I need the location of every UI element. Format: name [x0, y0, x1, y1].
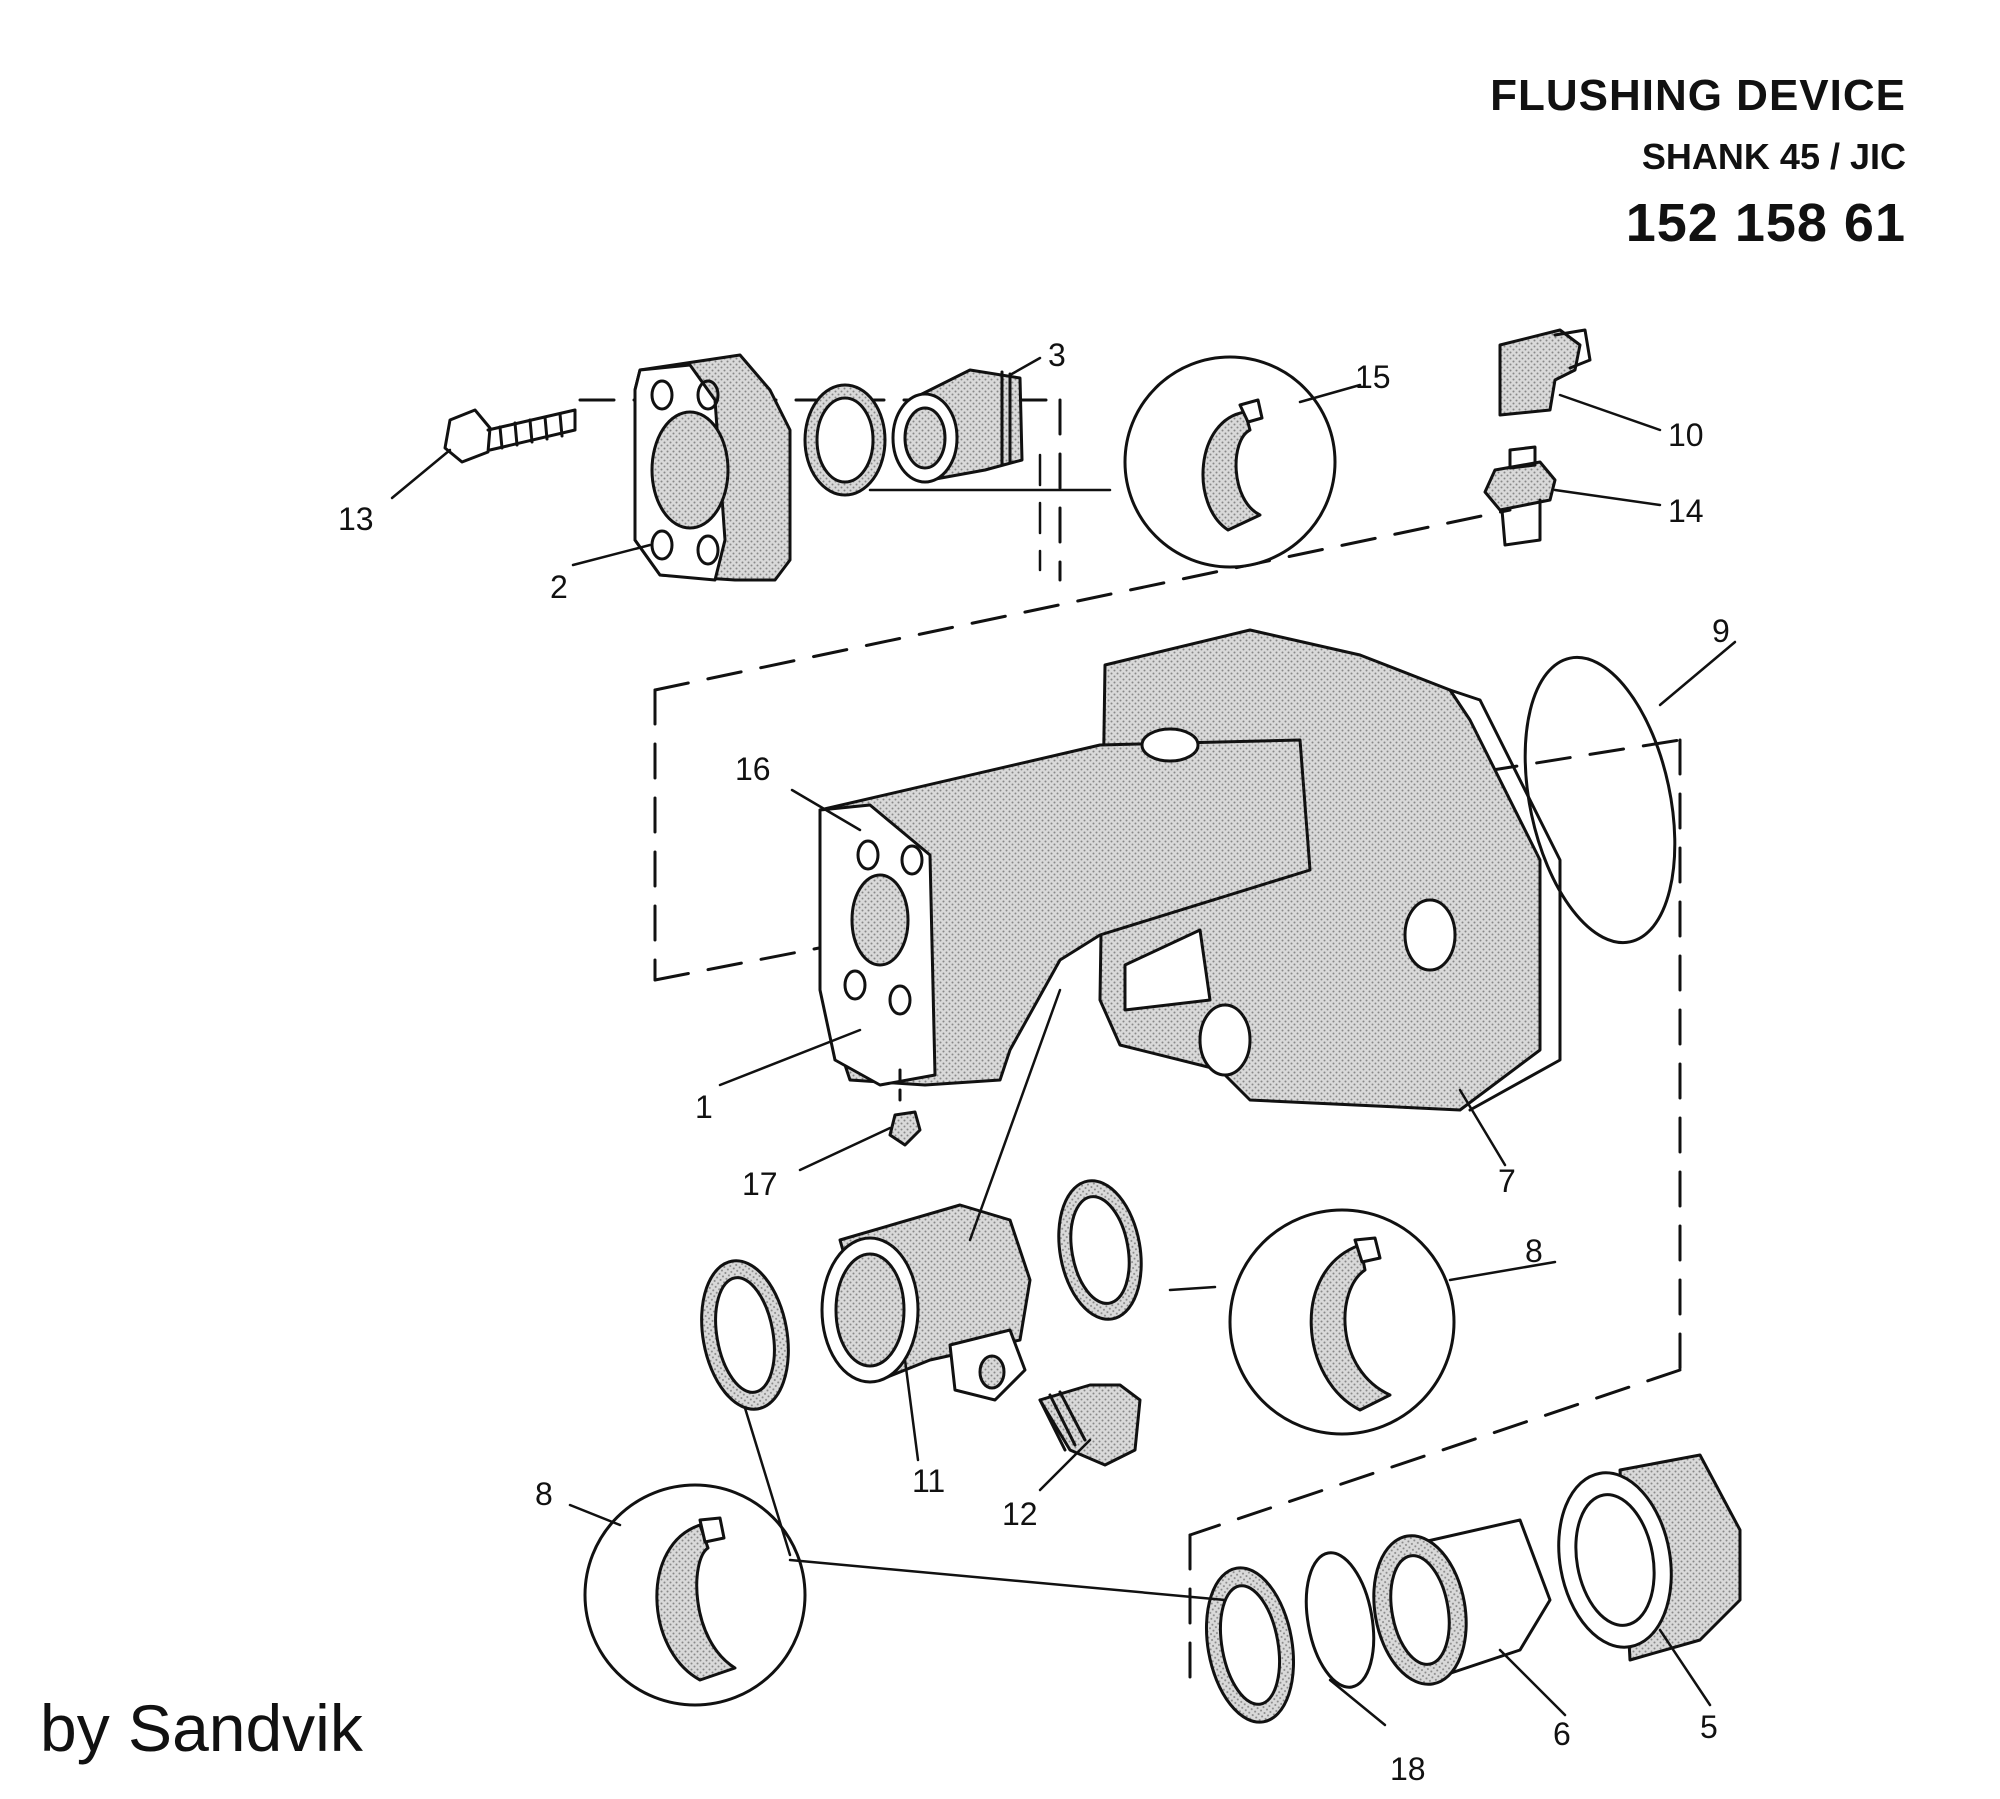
callout-17: 17	[742, 1166, 778, 1202]
part-10-elbow	[1498, 328, 1592, 417]
part-6-sleeve	[1372, 1518, 1552, 1686]
credit-text: by Sandvik	[40, 1691, 363, 1765]
callout-7: 7	[1498, 1163, 1516, 1199]
callout-9: 9	[1712, 613, 1730, 649]
callout-10: 10	[1668, 417, 1704, 453]
callout-6: 6	[1553, 1716, 1571, 1752]
part-11-swivel	[820, 1203, 1032, 1402]
callout-1: 1	[695, 1089, 713, 1125]
callout-11: 11	[912, 1463, 945, 1499]
callout-18: 18	[1390, 1751, 1426, 1787]
page-subtitle: SHANK 45 / JIC	[1641, 136, 1906, 177]
callout-12: 12	[1002, 1496, 1038, 1532]
part-3-seal	[803, 383, 887, 497]
part-14-fitting	[1483, 445, 1557, 547]
part-13-bolt	[443, 408, 577, 464]
part-3-sleeve	[891, 368, 1024, 484]
callout-2: 2	[550, 569, 568, 605]
part-12-elbow	[1038, 1383, 1142, 1467]
part-17-fitting	[888, 1068, 922, 1147]
title-block: FLUSHING DEVICE SHANK 45 / JIC 152 158 6…	[1490, 68, 1906, 256]
part-number: 152 158 61	[1625, 193, 1906, 253]
part-18-oring	[1304, 1551, 1376, 1689]
callout-13: 13	[338, 501, 374, 537]
part-8-detail-lower	[583, 1483, 807, 1707]
callout-15: 15	[1355, 359, 1391, 395]
callout-5: 5	[1700, 1709, 1718, 1745]
part-5-bushing	[1557, 1453, 1742, 1662]
leader-lines	[390, 356, 1737, 1727]
part-8-seal-left	[700, 1259, 790, 1411]
page-title: FLUSHING DEVICE	[1490, 71, 1906, 120]
part-9-oring	[1523, 655, 1677, 945]
part-8-seal-lower-right	[1204, 1566, 1296, 1724]
callout-16: 16	[735, 751, 771, 787]
callout-8-upper: 8	[1525, 1233, 1543, 1269]
part-15-detail	[1123, 355, 1337, 569]
callout-3: 3	[1048, 337, 1066, 373]
part-8-seal-upper	[1057, 1179, 1143, 1321]
part-8-detail-upper	[1228, 1208, 1456, 1436]
callout-14: 14	[1668, 493, 1704, 529]
part-1-housing	[818, 628, 1562, 1112]
part-2-flange	[633, 353, 792, 582]
callouts: 13 2 3 15 10 14 9 16 1 7 17 8 11 12 8 6 …	[338, 337, 1730, 1787]
callout-8-lower: 8	[535, 1476, 553, 1512]
